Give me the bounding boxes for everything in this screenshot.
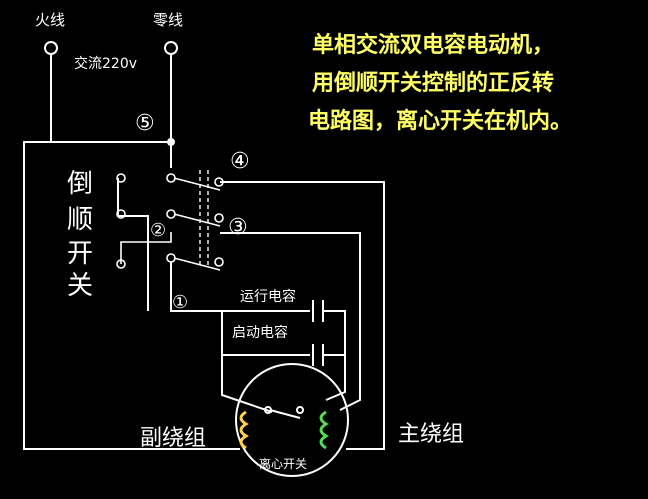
- marker-2: ②: [150, 220, 166, 241]
- blade-r3: [173, 257, 221, 271]
- blade-r2: [173, 213, 221, 227]
- marker-1: ①: [172, 292, 188, 313]
- start-capacitor-label: 启动电容: [232, 324, 288, 341]
- neutral-terminal: [164, 41, 178, 55]
- live-wire-label: 火线: [35, 11, 65, 29]
- centrifugal-switch-blade: [269, 409, 301, 419]
- contact-r2-a: [116, 209, 126, 219]
- title-line-1: 单相交流双电容电动机，: [312, 32, 554, 58]
- right-loop-wire: [220, 232, 361, 411]
- contact-r1-b: [166, 173, 176, 183]
- title-line-3: 电路图，离心开关在机内。: [308, 108, 572, 134]
- contact-r2-b: [166, 209, 176, 219]
- switch-label-3: 开: [67, 239, 93, 269]
- main-winding-coil: [319, 410, 329, 450]
- aux-winding-label: 副绕组: [140, 426, 206, 451]
- switch-bottom-wire: [170, 262, 310, 312]
- start-cap-to-switch: [221, 355, 273, 413]
- neutral-wire-label: 零线: [153, 11, 183, 29]
- run-capacitor-label: 运行电容: [240, 288, 296, 305]
- marker-3: ③: [228, 215, 248, 240]
- top-loop-wire: [220, 181, 385, 450]
- centrifugal-contact-right: [296, 406, 304, 414]
- switch-left-wire: [117, 178, 149, 311]
- cap-to-motor-wire: [325, 355, 346, 401]
- marker-5: ⑤: [135, 111, 155, 136]
- marker-4: ④: [230, 149, 250, 174]
- contact-r1-c: [214, 177, 224, 187]
- live-terminal: [44, 41, 58, 55]
- aux-winding-coil: [239, 410, 249, 450]
- cap-right-wire: [323, 310, 346, 356]
- switch-link-wire: [120, 232, 172, 264]
- centrifugal-switch-label: 离心开关: [259, 456, 307, 471]
- supply-label: 交流220v: [74, 55, 137, 72]
- switch-label-4: 关: [67, 271, 93, 301]
- centrifugal-contact-left: [264, 406, 272, 414]
- blade-r1: [173, 177, 221, 191]
- contact-r3-b: [166, 253, 176, 263]
- outer-left-wire: [23, 141, 240, 450]
- main-winding-label: 主绕组: [398, 422, 464, 447]
- switch-label-2: 顺: [67, 205, 93, 235]
- motor-housing: [235, 363, 349, 477]
- title-line-2: 用倒顺开关控制的正反转: [312, 70, 554, 96]
- switch-label-1: 倒: [67, 169, 93, 199]
- contact-r1-a: [116, 173, 126, 183]
- contact-r2-c: [214, 213, 224, 223]
- contact-r3-c: [214, 257, 224, 267]
